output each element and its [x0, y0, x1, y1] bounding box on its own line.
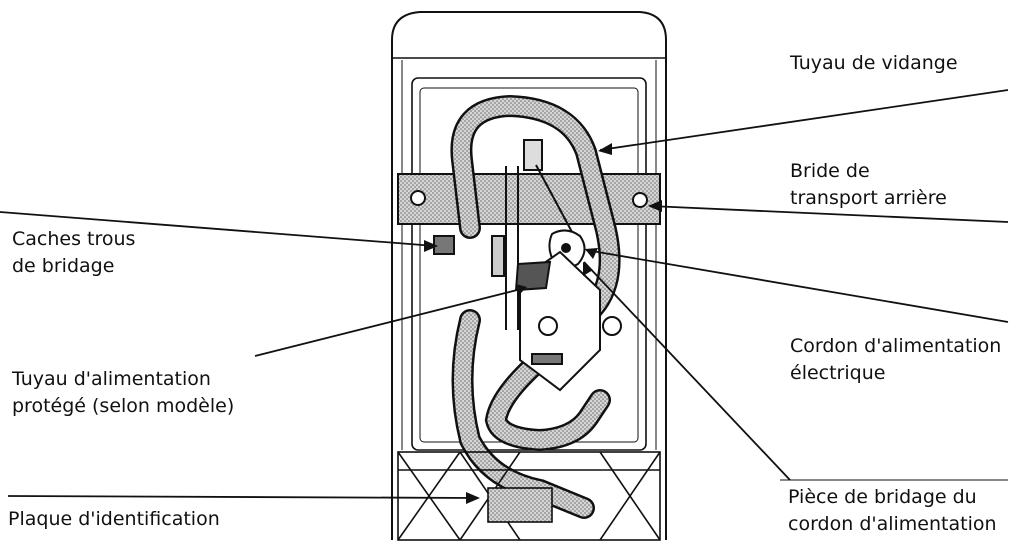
- label-line: Caches trous: [12, 228, 136, 250]
- label-line: protégé (selon modèle): [12, 395, 235, 417]
- label-line: Bride de: [790, 160, 870, 182]
- label-line: Pièce de bridage du: [788, 486, 977, 508]
- machine-base: [397, 451, 661, 541]
- supply-hose: [451, 309, 595, 519]
- transport-bracket: [397, 173, 661, 225]
- label-cordon-alimentation: Cordon d'alimentation électrique: [790, 333, 1001, 387]
- label-line: Tuyau de vidange: [790, 52, 958, 74]
- label-tuyau-alimentation: Tuyau d'alimentation protégé (selon modè…: [12, 366, 234, 420]
- label-bride-transport: Bride de transport arrière: [790, 158, 947, 212]
- label-piece-bridage: Pièce de bridage du cordon d'alimentatio…: [788, 484, 997, 538]
- leader-lines: [0, 89, 1009, 499]
- label-line: électrique: [790, 362, 886, 384]
- label-line: transport arrière: [790, 187, 947, 209]
- label-line: Tuyau d'alimentation: [12, 368, 211, 390]
- label-line: de bridage: [12, 255, 115, 277]
- label-line: Cordon d'alimentation: [790, 335, 1002, 357]
- inner-components: [433, 139, 622, 392]
- label-caches-trous: Caches trous de bridage: [12, 226, 135, 280]
- arrow-heads: [424, 143, 662, 504]
- label-line: cordon d'alimentation: [788, 513, 997, 535]
- label-plaque-identification: Plaque d'identification: [8, 506, 220, 533]
- label-tuyau-vidange: Tuyau de vidange: [790, 50, 958, 77]
- label-line: Plaque d'identification: [8, 508, 220, 530]
